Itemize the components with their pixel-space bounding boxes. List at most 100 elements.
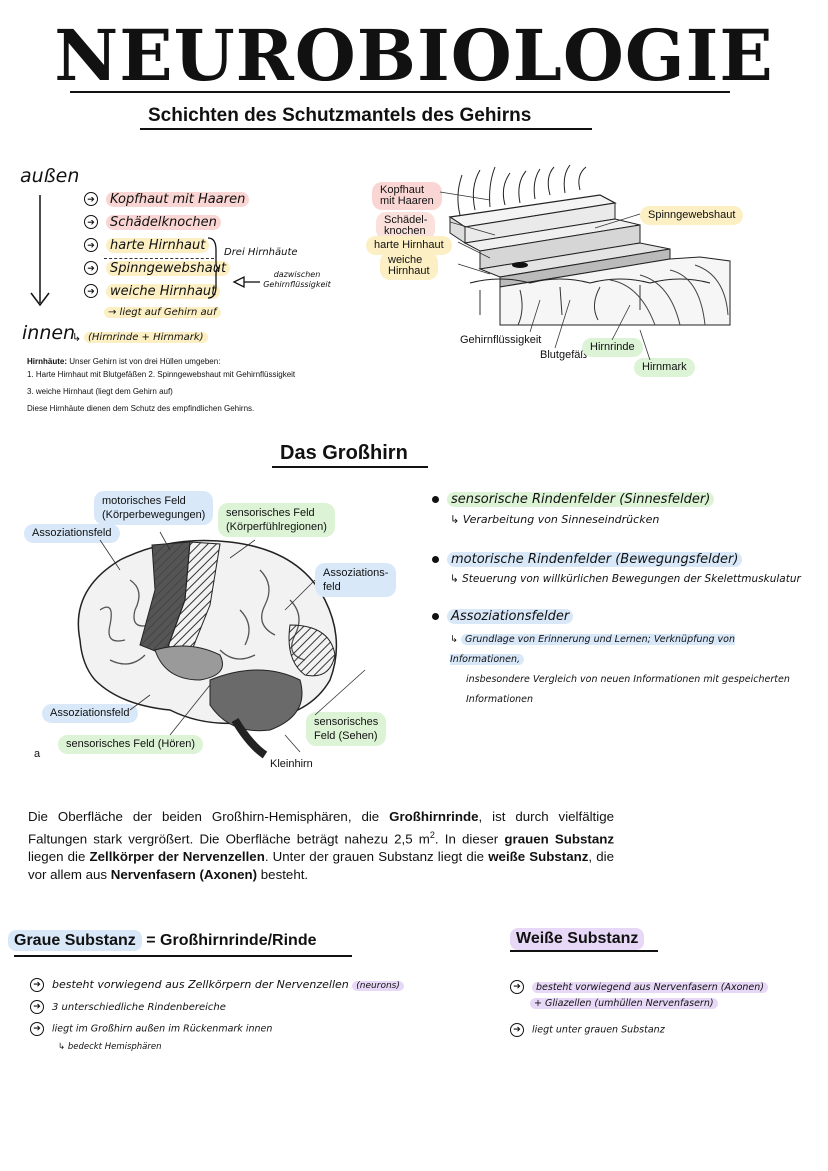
bullet-sub-text: Grundlage von Erinnerung und Lernen; Ver… — [450, 634, 735, 665]
paragraph-text: . In dieser — [434, 831, 505, 847]
arrow-sub-icon: ↳ — [450, 573, 463, 585]
section-heading-layers: Schichten des Schutzmantels des Gehirns — [148, 105, 532, 126]
list-sub: ↳ bedeckt Hemisphären — [58, 1042, 162, 1052]
bullet-sub-line: Informationen — [466, 694, 534, 705]
layer-label: Schädelknochen — [106, 215, 221, 230]
cortex-bullets: sensorische Rindenfelder (Sinnesfelder) … — [432, 492, 812, 710]
white-substance-heading: Weiße Substanz — [510, 928, 645, 950]
list-item: ➔ weiche Hirnhaut — [84, 282, 249, 302]
brain-label-assoc-bottom: Assoziationsfeld — [42, 704, 138, 723]
info-line: Hirnhäute: Unser Gehirn ist von drei Hül… — [27, 355, 387, 368]
paragraph-bold: Zellkörper der Nervenzellen — [89, 849, 265, 865]
list-item: ➔ Spinngewebshaut — [84, 259, 249, 282]
gyri — [609, 264, 729, 326]
layer-note: → liegt auf Gehirn auf — [104, 307, 221, 318]
arrow-circle-icon: ➔ — [84, 260, 98, 275]
white-list: ➔ besteht vorwiegend aus Nervenfasern (Ax… — [510, 980, 810, 1037]
info-bold: Hirnhäute: — [27, 357, 67, 366]
layer-label: weiche Hirnhaut — [106, 284, 221, 299]
section-heading-cerebrum: Das Großhirn — [280, 442, 408, 464]
grey-list: ➔besteht vorwiegend aus Zellkörpern der … — [30, 978, 450, 1052]
layer-label: Kopfhaut mit Haaren — [106, 192, 250, 207]
bullet-item: motorische Rindenfelder (Bewegungsfelder… — [432, 552, 812, 567]
neurons-tag: (neurons) — [352, 981, 404, 991]
diagram-label-cortex: Hirnrinde — [582, 338, 643, 357]
hair-strands — [457, 165, 587, 216]
arrow-sub-icon: ↳ — [450, 634, 461, 645]
diagram-label-medulla: Hirnmark — [634, 358, 695, 377]
brain-label-sensory-body: sensorisches Feld (Körperfühlregionen) — [218, 503, 335, 537]
info-line: Diese Hirnhäute dienen dem Schutz des em… — [27, 404, 255, 413]
arrow-circle-icon: ➔ — [30, 1000, 44, 1014]
layer-label: Spinngewebshaut — [106, 261, 231, 276]
list-item-text: liegt unter grauen Substanz — [532, 1024, 665, 1036]
inner-note: (Hirnrinde + Hirnmark) — [84, 332, 208, 343]
bullet-sub-text: Verarbeitung von Sinneseindrücken — [462, 513, 660, 526]
fluid-note: dazwischen Gehirnflüssigkeit — [263, 270, 331, 289]
diagram-label-scalp: Kopfhaut mit Haaren — [372, 182, 442, 210]
list-item: ➔Kopfhaut mit Haaren — [84, 190, 250, 213]
list-item: ➔ harte Hirnhaut — [84, 236, 249, 259]
dashed-divider — [104, 258, 214, 259]
brain-label-cerebellum: Kleinhirn — [270, 758, 313, 770]
list-item-text: besteht vorwiegend aus Nervenfasern (Axo… — [532, 981, 768, 993]
grey-substance-heading: Graue Substanz = Großhirnrinde/Rinde — [8, 930, 317, 951]
bullet-sub-line: ↳ Grundlage von Erinnerung und Lernen; V… — [450, 630, 812, 670]
paragraph-bold: weiße Substanz — [488, 849, 589, 865]
brain-label-assoc-top: Assoziationsfeld — [24, 524, 120, 543]
arrow-sub-icon: ↳ — [72, 332, 82, 344]
paragraph-text: liegen die — [28, 849, 90, 865]
list-item: ➔besteht vorwiegend aus Zellkörpern der … — [30, 978, 450, 992]
bullet-item: sensorische Rindenfelder (Sinnesfelder) — [432, 492, 812, 507]
meninges-diagram — [448, 165, 731, 326]
list-item: ➔ Schädelknochen — [84, 213, 249, 236]
bullet-head: motorische Rindenfelder (Bewegungsfelder… — [447, 552, 743, 567]
page-title: NEUROBIOLOGIE — [54, 14, 774, 97]
diagram-label-dura: harte Hirnhaut — [366, 236, 452, 255]
diagram-label-fluid: Gehirnflüssigkeit — [460, 334, 542, 346]
list-item-text: 3 unterschiedliche Rindenbereiche — [52, 1002, 226, 1013]
diagram-pointer-lines — [439, 191, 651, 360]
paragraph-bold: Großhirnrinde — [389, 809, 479, 824]
bullet-dot — [432, 556, 439, 563]
bullet-dot — [432, 613, 439, 620]
paragraph-text: , die vor allem aus — [28, 849, 614, 883]
bullet-head: Assoziationsfelder — [447, 609, 574, 624]
bullet-sub: ↳ Grundlage von Erinnerung und Lernen; V… — [450, 630, 812, 710]
diagram-label-vessel: Blutgefäß — [540, 349, 588, 361]
paragraph-bold: Nervenfasern (Axonen) — [110, 867, 258, 883]
bullet-head: sensorische Rindenfelder (Sinnesfelder) — [447, 492, 715, 507]
grey-heading-highlight: Graue Substanz — [8, 930, 142, 951]
list-item: ➔ besteht vorwiegend aus Nervenfasern (Ax… — [510, 980, 810, 994]
list-sub: + Gliazellen (umhüllen Nervenfasern) — [530, 998, 718, 1009]
list-item-text: liegt im Großhirn außen im Rückenmark in… — [52, 1023, 273, 1035]
arrow-circle-icon: ➔ — [510, 980, 524, 994]
info-text: Hirnhäute: Unser Gehirn ist von drei Hül… — [27, 355, 387, 415]
paragraph-text: besteht. — [257, 867, 309, 883]
diagram-label-arachnoid: Spinngewebshaut — [640, 206, 744, 225]
layer-label: harte Hirnhaut — [106, 238, 210, 253]
bullet-sub: ↳ Verarbeitung von Sinneseindrücken — [450, 513, 812, 526]
arrow-circle-icon: ➔ — [84, 214, 98, 229]
layer-list: ➔Kopfhaut mit Haaren ➔Schädelknochen ➔ha… — [84, 190, 250, 320]
list-item: ➔liegt unter grauen Substanz — [510, 1023, 810, 1037]
diagram-label-skull: Schädel- knochen — [376, 212, 436, 240]
arrow-circle-icon: ➔ — [30, 1022, 44, 1036]
brain-pointer-lines — [99, 531, 366, 753]
brain-label-assoc-right: Assoziations- feld — [315, 563, 397, 597]
brain-label-vision: sensorisches Feld (Sehen) — [306, 712, 387, 746]
arrow-sub-icon: ↳ — [450, 513, 463, 526]
inner-label: innen — [22, 322, 76, 344]
brace-label: Drei Hirnhäute — [224, 247, 298, 258]
arrow-circle-icon: ➔ — [84, 283, 98, 298]
brain-label-motor: motorisches Feld (Körperbewegungen) — [94, 491, 214, 525]
direction-arrow — [30, 195, 50, 307]
bullet-sub-text: Steuerung von willkürlichen Bewegungen d… — [462, 573, 801, 585]
paragraph-text: . Unter der grauen Substanz liegt die — [264, 849, 489, 865]
cortex-paragraph: Die Oberfläche der beiden Großhirn-Hemis… — [28, 808, 614, 884]
info-line: 1. Harte Hirnhaut mit Blutgefäßen 2. Spi… — [27, 370, 296, 379]
title-underline — [70, 91, 730, 93]
grey-heading-underline — [14, 955, 352, 957]
diagram-label-pia: weiche Hirnhaut — [380, 252, 438, 280]
arrow-circle-icon: ➔ — [84, 237, 98, 252]
